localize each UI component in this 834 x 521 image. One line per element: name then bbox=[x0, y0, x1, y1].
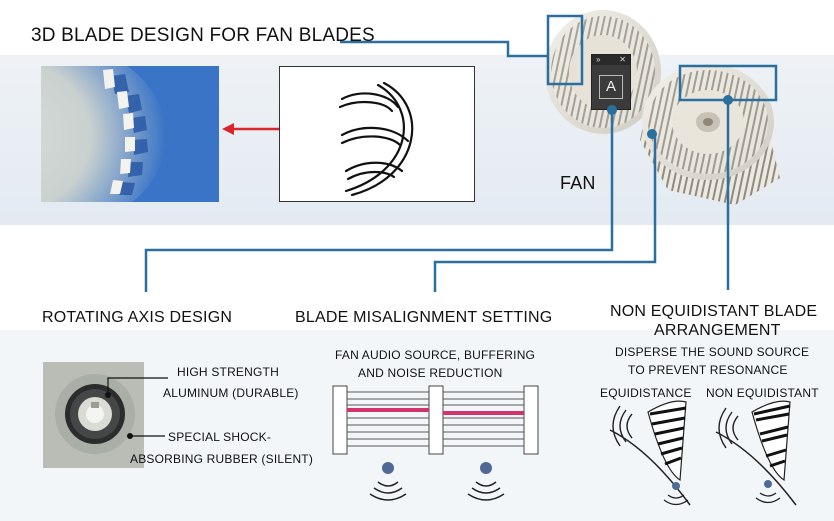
sound-source-icon-right bbox=[467, 462, 505, 501]
curved-blade-sketch bbox=[338, 81, 414, 197]
blade-misalignment-subtitle-line1: FAN AUDIO SOURCE, BUFFERING bbox=[335, 348, 536, 362]
axis-photo bbox=[43, 362, 144, 468]
floating-tool-popup[interactable]: » ✕ A bbox=[591, 54, 631, 110]
expand-icon[interactable]: » bbox=[596, 55, 601, 64]
non-equidistant-subtitle-line2: TO PREVENT RESONANCE bbox=[628, 363, 788, 377]
blade-closeup-photo bbox=[41, 66, 219, 202]
label-equidistance: EQUIDISTANCE bbox=[600, 386, 692, 400]
non-equidistant-title-line2: ARRANGEMENT bbox=[654, 322, 781, 339]
non-equidistant-title-line1: NON EQUIDISTANT BLADE bbox=[610, 303, 818, 320]
equidistant-blades-sketch bbox=[609, 400, 691, 506]
close-icon[interactable]: ✕ bbox=[619, 55, 626, 64]
blade-curve-sketch-box bbox=[279, 66, 475, 202]
blade-closeup-illustration bbox=[41, 66, 166, 202]
callout-rubber-line1: SPECIAL SHOCK- bbox=[168, 430, 272, 444]
callout-aluminum-line1: HIGH STRENGTH bbox=[177, 365, 279, 379]
callout-aluminum-line2: ALUMINUM (DURABLE) bbox=[163, 386, 299, 400]
label-non-equidistant: NON EQUIDISTANT bbox=[706, 386, 819, 400]
fan-label: FAN bbox=[560, 173, 596, 193]
rotating-axis-title: ROTATING AXIS DESIGN bbox=[42, 309, 233, 326]
main-title: 3D BLADE DESIGN FOR FAN BLADES bbox=[31, 25, 375, 46]
callout-rubber-line2: ABSORBING RUBBER (SILENT) bbox=[130, 452, 314, 466]
non-equidistant-blades-sketch bbox=[715, 400, 797, 506]
blade-misalignment-subtitle-line2: AND NOISE REDUCTION bbox=[358, 366, 503, 380]
text-tool-icon[interactable]: A bbox=[599, 75, 623, 99]
popup-header: » ✕ bbox=[592, 55, 630, 65]
sound-source-icon-left bbox=[369, 462, 407, 501]
blade-misalignment-title: BLADE MISALIGNMENT SETTING bbox=[295, 309, 553, 326]
axis-bearing-illustration bbox=[43, 362, 144, 468]
non-equidistant-subtitle-line1: DISPERSE THE SOUND SOURCE bbox=[615, 345, 810, 359]
